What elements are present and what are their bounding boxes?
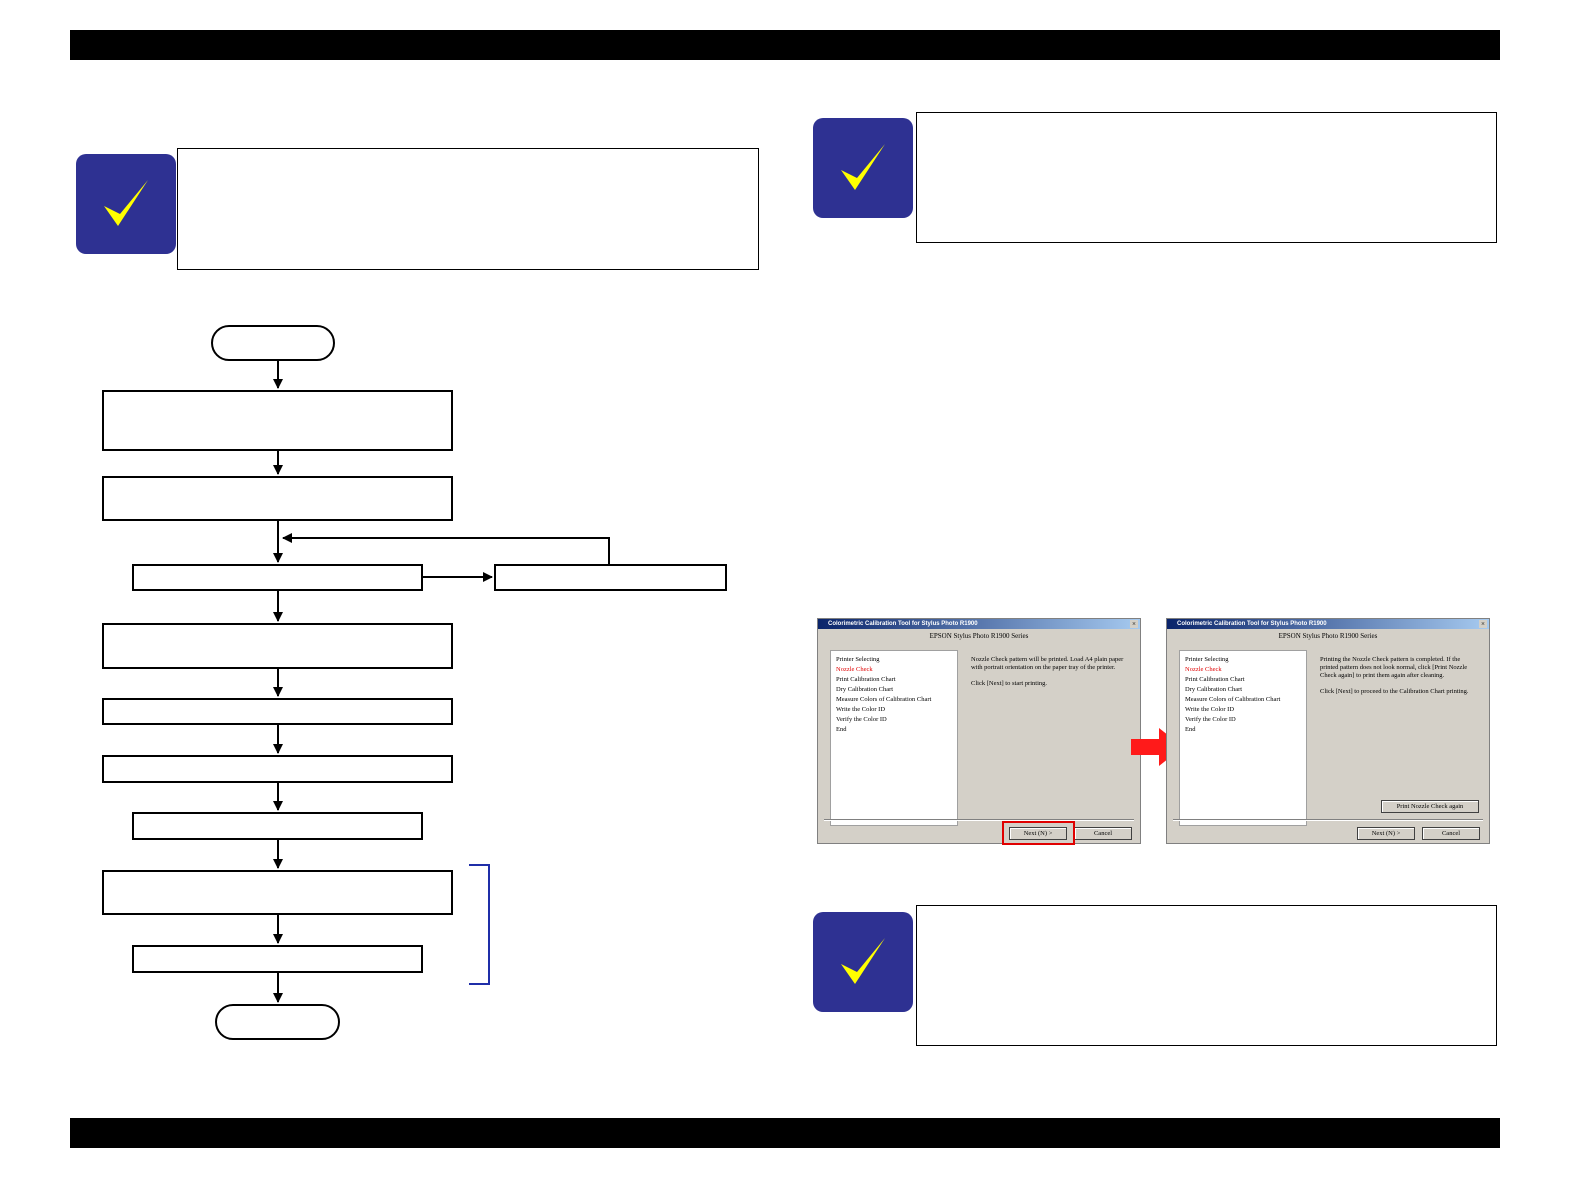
dialog-nozzle-check: Colorimetric Calibration Tool for Stylus… <box>817 618 1141 844</box>
steps-list: Printer Selecting Nozzle Check Print Cal… <box>830 650 958 826</box>
step-item-active: Nozzle Check <box>836 666 873 673</box>
step-item: Print Calibration Chart <box>1185 676 1245 683</box>
footer-bar <box>70 1118 1500 1148</box>
step-item: Dry Calibration Chart <box>836 686 894 693</box>
flow-end-terminal <box>215 1004 340 1040</box>
dialog-separator <box>1173 819 1483 821</box>
header-bar <box>70 30 1500 60</box>
flow-step-9 <box>132 945 423 973</box>
next-button[interactable]: Next (N) > <box>1357 827 1415 840</box>
step-item: Verify the Color ID <box>1185 716 1236 723</box>
dialog-message-2: Click [Next] to proceed to the Calibrati… <box>1320 688 1469 695</box>
dialog-title: Colorimetric Calibration Tool for Stylus… <box>1167 619 1489 629</box>
note-box-top-left <box>177 148 759 270</box>
flow-step-7 <box>132 812 423 840</box>
flow-step-3 <box>132 564 423 591</box>
next-button-highlight <box>1002 821 1075 845</box>
flow-step-6 <box>102 755 453 783</box>
cancel-button[interactable]: Cancel <box>1074 827 1132 840</box>
cancel-button[interactable]: Cancel <box>1422 827 1480 840</box>
step-item: End <box>836 726 847 733</box>
step-item: Print Calibration Chart <box>836 676 896 683</box>
dialog-message: Printing the Nozzle Check pattern is com… <box>1320 656 1468 679</box>
flow-step-8 <box>102 870 453 915</box>
step-item: Dry Calibration Chart <box>1185 686 1243 693</box>
dialog-subtitle: EPSON Stylus Photo R1900 Series <box>1278 632 1378 640</box>
flow-step-2 <box>102 476 453 521</box>
steps-list: Printer Selecting Nozzle Check Print Cal… <box>1179 650 1307 826</box>
dialog-subtitle: EPSON Stylus Photo R1900 Series <box>929 632 1029 640</box>
close-icon[interactable]: × <box>1479 620 1487 628</box>
flow-start-terminal <box>211 325 335 361</box>
step-item-active: Nozzle Check <box>1185 666 1222 673</box>
flow-side-step <box>494 564 727 591</box>
dialog-separator <box>824 819 1134 821</box>
flow-step-1 <box>102 390 453 451</box>
step-item: End <box>1185 726 1196 733</box>
step-item: Verify the Color ID <box>836 716 887 723</box>
step-item: Write the Color ID <box>836 706 886 713</box>
blue-bracket <box>469 864 490 985</box>
note-box-top-right <box>916 112 1497 243</box>
check-icon <box>813 912 913 1012</box>
step-item: Measure Colors of Calibration Chart <box>836 696 932 703</box>
flow-step-5 <box>102 698 453 725</box>
step-item: Measure Colors of Calibration Chart <box>1185 696 1281 703</box>
next-button[interactable]: Next (N) > <box>1009 827 1067 840</box>
close-icon[interactable]: × <box>1130 620 1138 628</box>
check-icon <box>813 118 913 218</box>
dialog-nozzle-check-complete: Colorimetric Calibration Tool for Stylus… <box>1166 618 1490 844</box>
step-item: Printer Selecting <box>836 656 880 663</box>
dialog-message-2: Click [Next] to start printing. <box>971 680 1048 687</box>
dialog-message: Nozzle Check pattern will be printed. Lo… <box>971 656 1124 671</box>
note-box-bottom-right <box>916 905 1497 1046</box>
step-item: Write the Color ID <box>1185 706 1235 713</box>
flow-step-4 <box>102 623 453 669</box>
print-nozzle-check-again-button[interactable]: Print Nozzle Check again <box>1381 800 1479 813</box>
step-item: Printer Selecting <box>1185 656 1229 663</box>
check-icon <box>76 154 176 254</box>
dialog-title: Colorimetric Calibration Tool for Stylus… <box>818 619 1140 629</box>
